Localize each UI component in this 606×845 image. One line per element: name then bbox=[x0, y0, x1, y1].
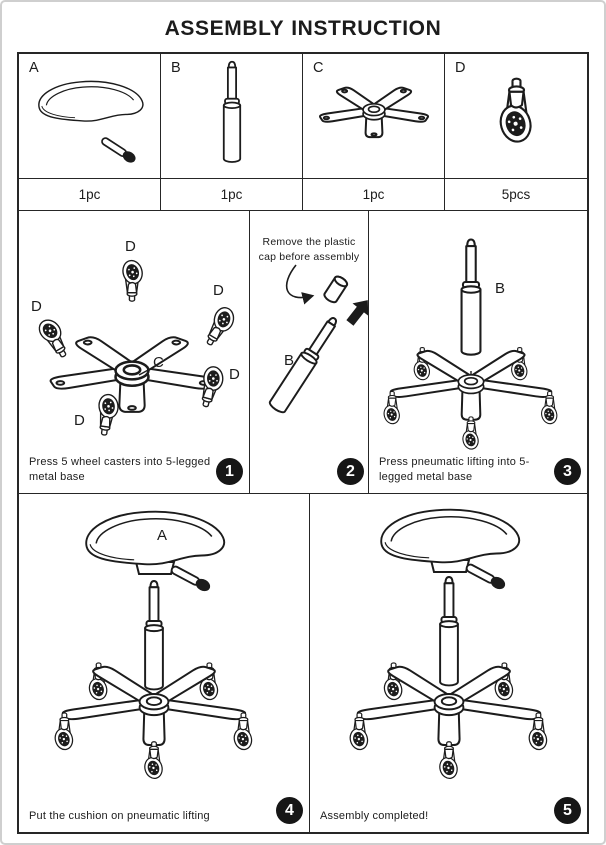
caster-illustration bbox=[495, 77, 536, 147]
base-label: C bbox=[153, 354, 164, 371]
part-cell-d: D bbox=[445, 54, 587, 179]
lift-label: B bbox=[284, 352, 294, 369]
parts-list: A B C D bbox=[19, 54, 587, 211]
step-3-caption: Press pneumatic lifting into 5-legged me… bbox=[379, 456, 530, 483]
part-cell-b: B bbox=[161, 54, 303, 179]
five-leg-base-illustration bbox=[317, 85, 431, 138]
step-3-illustration: B bbox=[369, 238, 587, 479]
instruction-table: A B C D bbox=[17, 52, 589, 834]
step-3-number-badge: 3 bbox=[554, 458, 581, 485]
step-1-illustration: D D D D D C bbox=[31, 238, 243, 438]
part-qty-b: 1pc bbox=[161, 179, 303, 211]
pneumatic-lift-illustration bbox=[222, 60, 242, 163]
steps-row-2: A Put the cushion on pneumatic lifting 4… bbox=[19, 494, 587, 832]
step-2-number-badge: 2 bbox=[337, 458, 364, 485]
step-1-number-badge: 1 bbox=[216, 458, 243, 485]
step-2-illustration: B bbox=[267, 264, 368, 416]
part-label-b: B bbox=[171, 60, 181, 76]
step-5-number-badge: 5 bbox=[554, 797, 581, 824]
step-4-panel: A Put the cushion on pneumatic lifting 4 bbox=[19, 494, 310, 832]
seat-cushion-illustration bbox=[38, 80, 144, 165]
step-2-panel: Remove the plastic cap before assembly B… bbox=[250, 211, 369, 494]
part-cell-a: A bbox=[19, 54, 161, 179]
steps-row-1: D D D D D C Press 5 wheel casters into 5… bbox=[19, 211, 587, 494]
part-cell-c: C bbox=[303, 54, 445, 179]
part-qty-c: 1pc bbox=[303, 179, 445, 211]
step-5-illustration bbox=[310, 508, 587, 810]
seat-label: A bbox=[157, 527, 167, 544]
part-label-c: C bbox=[313, 60, 324, 76]
caster-label: D bbox=[213, 282, 224, 299]
caster-label: D bbox=[125, 238, 136, 255]
part-label-d: D bbox=[455, 60, 466, 76]
caster-label: D bbox=[31, 298, 42, 315]
step-5-panel: Assembly completed! 5 bbox=[310, 494, 587, 832]
step-4-caption: Put the cushion on pneumatic lifting bbox=[29, 809, 210, 822]
caster-label: D bbox=[229, 366, 240, 383]
step-4-illustration: A bbox=[19, 510, 309, 810]
part-label-a: A bbox=[29, 60, 39, 76]
step-2-note: Remove the plastic cap before assembly bbox=[258, 236, 360, 263]
step-4-number-badge: 4 bbox=[276, 797, 303, 824]
step-5-caption: Assembly completed! bbox=[320, 809, 429, 822]
caster-label: D bbox=[74, 412, 85, 429]
step-3-panel: B Press pneumatic lifting into 5-legged … bbox=[369, 211, 587, 494]
page-title: ASSEMBLY INSTRUCTION bbox=[164, 17, 442, 40]
part-qty-a: 1pc bbox=[19, 179, 161, 211]
step-1-panel: D D D D D C Press 5 wheel casters into 5… bbox=[19, 211, 250, 494]
part-qty-d: 5pcs bbox=[445, 179, 587, 211]
lift-label: B bbox=[495, 280, 505, 297]
step-1-caption: Press 5 wheel casters into 5-legged meta… bbox=[29, 456, 211, 483]
